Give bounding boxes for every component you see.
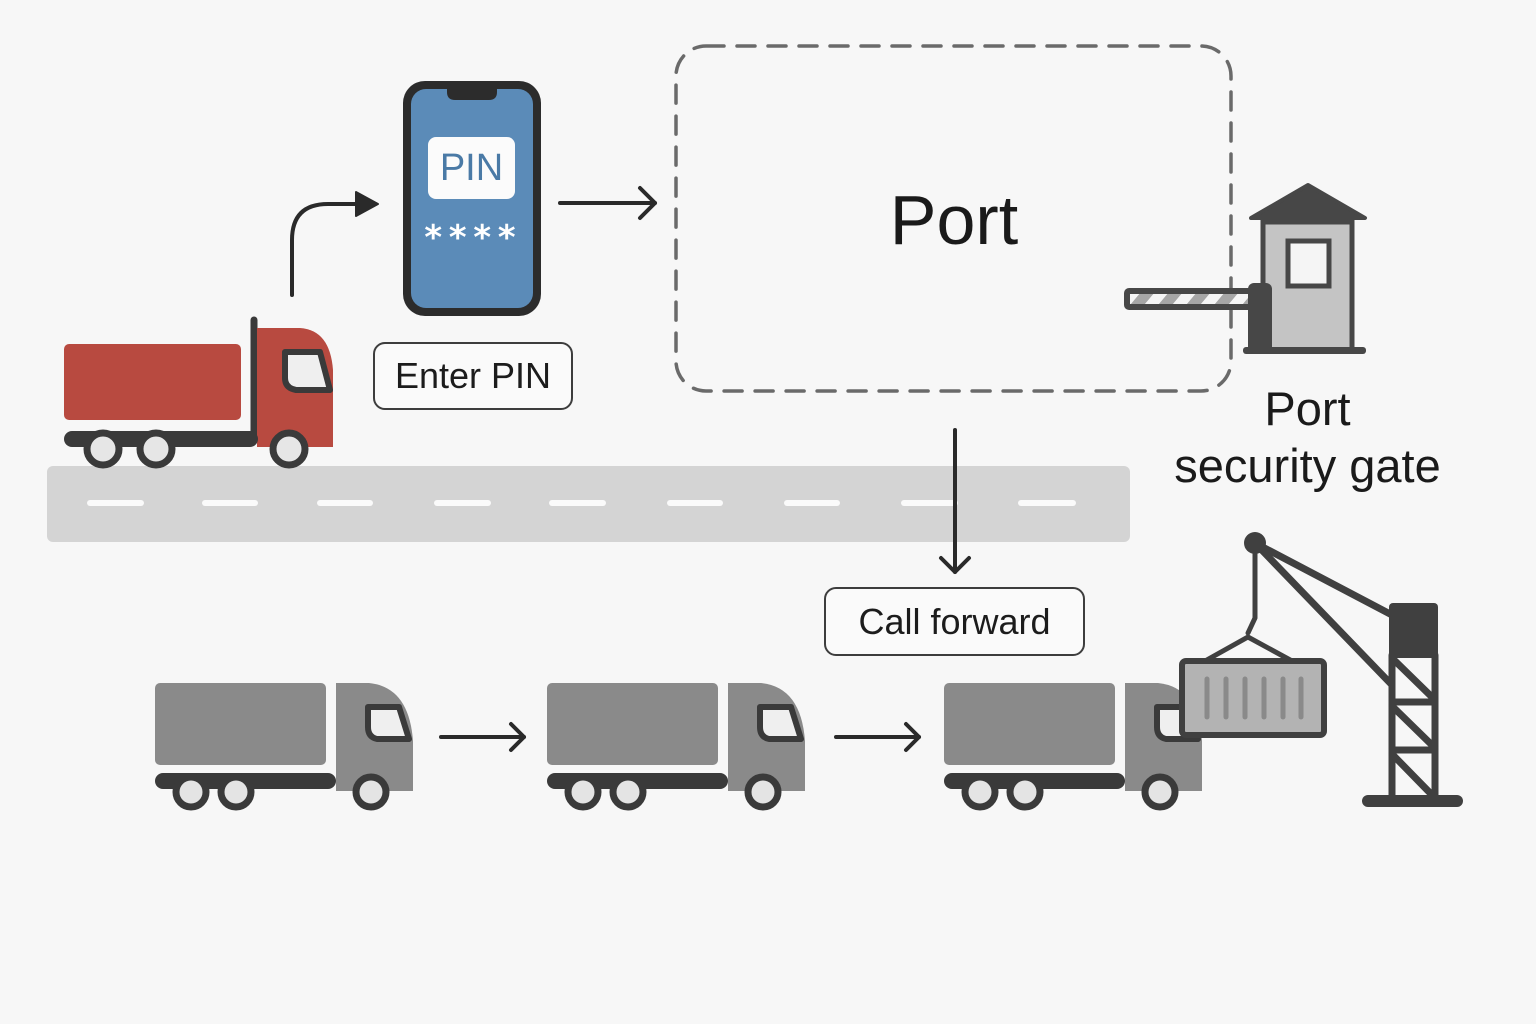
queue-arrow-1: [439, 722, 526, 752]
queued-truck-icon: [944, 683, 1202, 811]
shipping-container-icon: [1179, 634, 1327, 738]
arrow-truck-to-phone: [290, 191, 379, 297]
call-forward-step-label: Call forward: [824, 587, 1085, 656]
crane-icon: [1244, 532, 1463, 807]
boom-barrier-icon: [1124, 283, 1272, 353]
phone-pin-label: PIN: [428, 137, 515, 199]
queued-truck-icon: [155, 683, 413, 811]
queued-truck-icon: [547, 683, 805, 811]
phone-pin-mask: ****: [423, 218, 521, 258]
enter-pin-step-label: Enter PIN: [373, 342, 573, 410]
port-region-border: [674, 44, 1233, 393]
active-truck-icon: [64, 316, 333, 469]
arrow-port-to-call-forward: [939, 428, 971, 574]
security-gate-label-line1: Port: [1264, 382, 1351, 435]
arrow-phone-to-port: [558, 186, 657, 220]
security-gate-label: Port security gate: [1150, 380, 1465, 494]
security-booth-icon: [1243, 183, 1367, 354]
road: [47, 466, 1130, 542]
port-region-title: Port: [889, 181, 1019, 259]
security-gate-label-line2: security gate: [1174, 439, 1441, 492]
queue-arrow-2: [834, 722, 921, 752]
